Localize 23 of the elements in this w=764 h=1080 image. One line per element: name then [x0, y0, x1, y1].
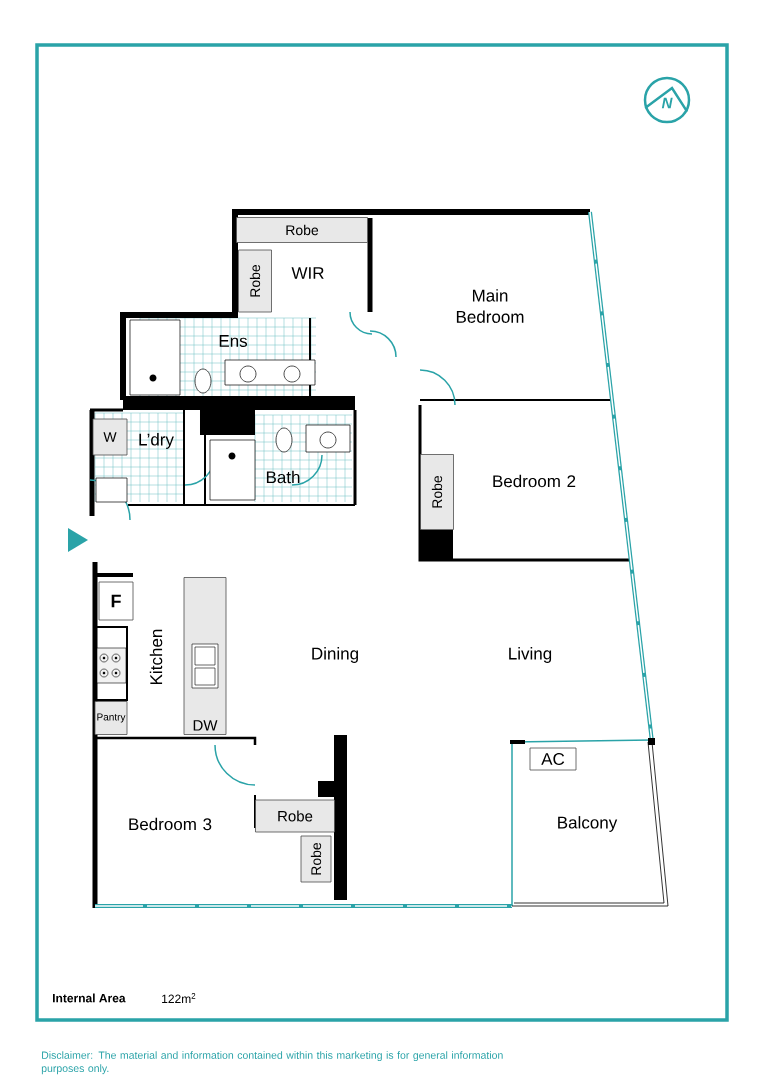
washer-box: W — [92, 418, 128, 456]
robe-box: Robe — [255, 799, 335, 833]
pantry-box: Pantry — [94, 701, 128, 735]
room-label: Bath — [266, 470, 300, 484]
room-label: Bedroom 2 — [493, 474, 576, 488]
room-label: Balcony — [558, 816, 618, 832]
north-compass: N — [643, 76, 691, 124]
room-label: Living — [509, 647, 552, 663]
room-label: Dining — [312, 647, 358, 663]
disclaimer-text: Disclaimer: The material and information contained within this marketing is for general information purposes only. — [41, 1051, 503, 1075]
room-label: Main Bedroom — [456, 289, 524, 323]
room-label: Kitchen — [149, 629, 163, 684]
room-label: Ens — [219, 335, 248, 347]
robe-box: Robe — [238, 249, 272, 313]
room-label: WIR — [291, 267, 324, 279]
robe-box: Robe — [300, 835, 332, 883]
area-caption: Internal Area — [53, 993, 126, 1003]
ac-unit-box: AC — [529, 747, 577, 771]
robe-box: Robe — [420, 454, 454, 530]
robe-box: Robe — [236, 217, 368, 243]
room-label: Bedroom 3 — [129, 817, 212, 831]
area-value: 122m$^{2}$ — [162, 993, 196, 1003]
fridge-box: F — [98, 581, 134, 621]
